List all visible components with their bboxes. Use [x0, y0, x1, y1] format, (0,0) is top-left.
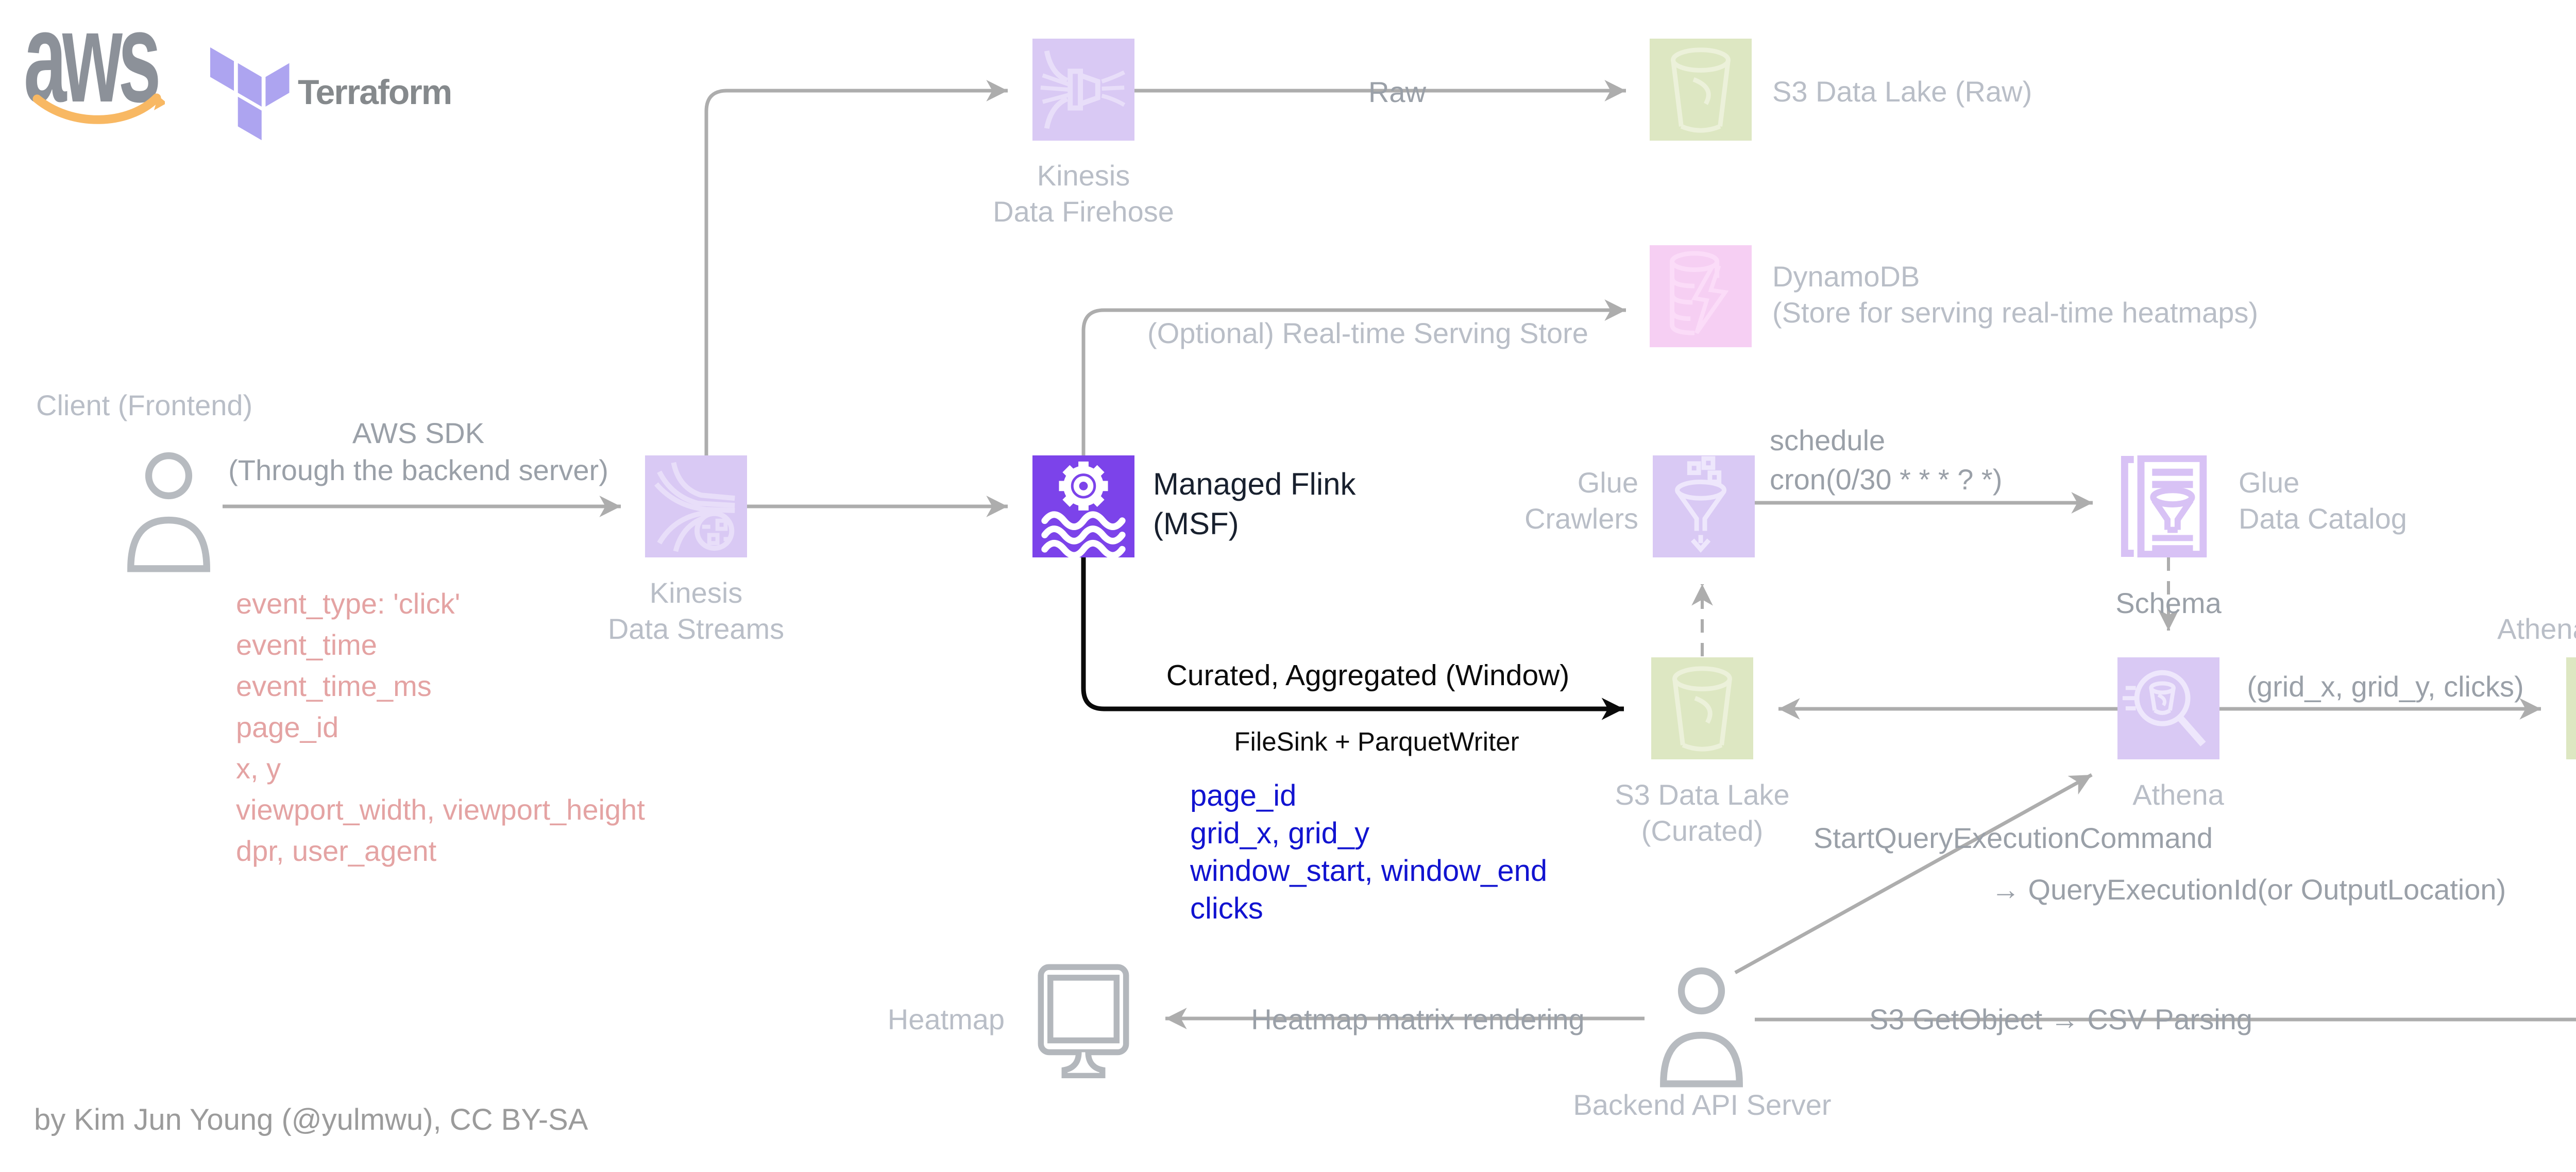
attribution: by Kim Jun Young (@yulmwu), CC BY-SA: [34, 1103, 588, 1136]
glue-crawlers-label-line1: Glue: [1577, 466, 1638, 499]
managed-flink-label-line1: Managed Flink: [1153, 467, 1356, 501]
dynamodb-label-line1: DynamoDB: [1772, 260, 1920, 293]
managed-flink-label: Managed Flink (MSF): [1153, 465, 1356, 544]
backend-label: Backend API Server: [1573, 1089, 1832, 1121]
edge-label-filesink: FileSink + ParquetWriter: [1234, 727, 1519, 756]
edge-label-query-execution-id: → QueryExecutionId(or OutputLocation): [1991, 873, 2506, 906]
managed-flink-node: [1032, 455, 1134, 559]
client-person-icon: [127, 452, 210, 572]
kinesis-firehose-node: [1032, 39, 1134, 141]
glue-crawlers-node: [1653, 455, 1755, 557]
edge-flink-to-s3-curated: [1081, 557, 1624, 720]
output-field: window_start, window_end: [1190, 854, 1548, 888]
output-field: clicks: [1190, 892, 1263, 925]
glue-crawlers-icon: [1675, 456, 1727, 553]
kinesis-firehose-label-line1: Kinesis: [1037, 159, 1130, 192]
heatmap-label: Heatmap: [887, 1003, 1005, 1035]
event-fields-list: event_type: 'click' event_time event_tim…: [236, 583, 645, 872]
glue-data-catalog-node: [2117, 455, 2219, 558]
glue-data-catalog-label: Glue Data Catalog: [2239, 465, 2407, 537]
athena-results-label: Athena Results: [2497, 613, 2576, 645]
kinesis-streams-label-line1: Kinesis: [649, 576, 743, 609]
kinesis-firehose-label: Kinesis Data Firehose: [993, 158, 1174, 230]
athena-results-node: [2566, 657, 2576, 759]
athena-node: [2117, 657, 2219, 759]
managed-flink-icon: [1041, 461, 1126, 559]
event-field: event_time_ms: [236, 670, 432, 702]
edge-label-curated: Curated, Aggregated (Window): [1166, 659, 1570, 692]
kinesis-streams-icon: [654, 462, 735, 552]
glue-crawlers-label-line2: Crawlers: [1524, 502, 1638, 535]
edge-label-schema: Schema: [2115, 587, 2222, 619]
event-field: event_type: 'click': [236, 587, 461, 620]
s3-bucket-icon: [2566, 657, 2576, 759]
edge-flink-to-dynamodb: [1081, 299, 1626, 455]
s3-bucket-icon: [1671, 47, 1731, 133]
event-field: x, y: [236, 752, 281, 785]
output-field: grid_x, grid_y: [1190, 817, 1370, 850]
edge-label-aws-sdk: AWS SDK: [352, 417, 485, 449]
s3-curated-label: S3 Data Lake (Curated): [1615, 777, 1789, 849]
backend-person-icon: [1660, 967, 1743, 1088]
s3-bucket-icon: [1672, 666, 1732, 752]
dynamodb-label: DynamoDB (Store for serving real-time he…: [1772, 259, 2258, 331]
edge-label-heatmap-rendering: Heatmap matrix rendering: [1251, 1003, 1585, 1035]
output-field: page_id: [1190, 779, 1297, 812]
glue-data-catalog-label-line2: Data Catalog: [2239, 502, 2407, 535]
aws-smile-icon: [32, 93, 165, 124]
edge-label-raw: Raw: [1368, 76, 1427, 108]
managed-flink-label-line2: (MSF): [1153, 506, 1239, 541]
edge-label-cron: cron(0/30 * * * ? *): [1770, 463, 2003, 496]
dynamodb-icon: [1670, 251, 1729, 335]
edge-label-s3-getobject: S3 GetObject → CSV Parsing: [1869, 1003, 2252, 1035]
dynamodb-node: [1650, 245, 1752, 347]
event-field: page_id: [236, 711, 339, 743]
glue-data-catalog-label-line1: Glue: [2239, 466, 2300, 499]
edge-kinesis-streams-to-firehose: [704, 80, 1008, 455]
athena-icon: [2122, 670, 2206, 746]
s3-raw-label: S3 Data Lake (Raw): [1772, 75, 2032, 108]
athena-label: Athena: [2132, 778, 2224, 811]
edge-label-aws-sdk-note: (Through the backend server): [228, 454, 608, 486]
s3-curated-label-line2: (Curated): [1641, 814, 1764, 847]
edge-label-optional-store: (Optional) Real-time Serving Store: [1147, 317, 1588, 349]
flink-output-fields: page_id grid_x, grid_y window_start, win…: [1190, 777, 1547, 927]
s3-raw-node: [1650, 39, 1752, 141]
kinesis-streams-label: Kinesis Data Streams: [608, 575, 784, 647]
kinesis-firehose-icon: [1040, 50, 1126, 129]
event-field: event_time: [236, 629, 377, 661]
edge-label-athena-result-cols: (grid_x, grid_y, clicks): [2247, 670, 2524, 703]
edge-backend-to-athena: [1734, 773, 2093, 975]
kinesis-streams-label-line2: Data Streams: [607, 613, 785, 645]
heatmap-monitor-icon: [1038, 964, 1129, 1078]
s3-curated-node: [1651, 657, 1753, 759]
dynamodb-label-line2: (Store for serving real-time heatmaps): [1772, 296, 2259, 329]
glue-crawlers-label: Glue Crawlers: [1524, 465, 1638, 537]
glue-data-catalog-icon: [2121, 455, 2207, 558]
s3-curated-label-line1: S3 Data Lake: [1615, 778, 1790, 811]
terraform-logo-icon: [210, 47, 290, 141]
edge-label-start-query: StartQueryExecutionCommand: [1814, 822, 2213, 854]
client-label: Client (Frontend): [36, 389, 253, 421]
edge-label-schedule: schedule: [1770, 424, 1886, 456]
event-field: viewport_width, viewport_height: [236, 793, 645, 826]
event-field: dpr, user_agent: [236, 835, 437, 867]
kinesis-streams-node: [645, 455, 747, 557]
kinesis-firehose-label-line2: Data Firehose: [993, 195, 1174, 228]
terraform-logo-text: Terraform: [298, 73, 452, 112]
